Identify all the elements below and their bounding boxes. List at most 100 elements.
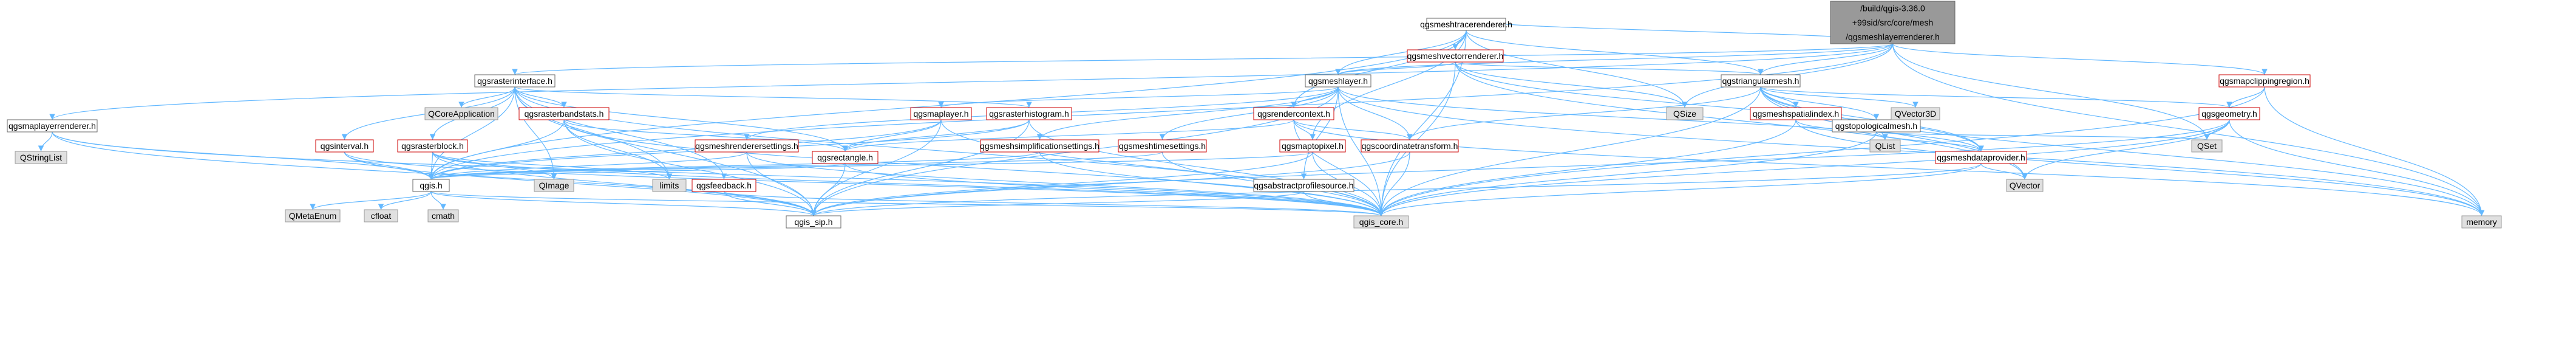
node-n14[interactable]: qgsrendercontext.h <box>1253 107 1334 120</box>
edge-root-n10 <box>1892 43 2268 75</box>
node-n22[interactable]: qgsrectangle.h <box>812 151 878 164</box>
node-box <box>2006 179 2044 192</box>
edge-n12-n40 <box>940 119 1384 216</box>
node-n31[interactable]: QImage <box>534 179 574 192</box>
node-n35[interactable]: QVector <box>2006 179 2044 192</box>
edge-n20-n40 <box>432 151 1384 216</box>
edge-n9-n17 <box>1760 86 1918 108</box>
node-n29[interactable]: QSet <box>2191 139 2223 153</box>
edge-n30-n37 <box>378 191 432 210</box>
edge-n24-n30 <box>428 151 1163 180</box>
edge-n14-n40 <box>1293 119 1384 216</box>
edge-n10-n40 <box>1378 86 2265 216</box>
node-box <box>2218 74 2311 88</box>
edge-n28-n35 <box>1980 163 2028 180</box>
node-n32[interactable]: limits <box>652 179 687 192</box>
edge-n16-n40 <box>1378 131 1877 216</box>
node-box <box>1407 49 1504 63</box>
node-n10[interactable]: qgsmapclippingregion.h <box>2218 74 2311 88</box>
node-n9[interactable]: qgstriangularmesh.h <box>1721 74 1801 88</box>
edge-n7-n28 <box>1337 86 1984 152</box>
node-box <box>474 74 556 88</box>
node-n2[interactable]: qgsmeshvectorrenderer.h <box>1407 49 1504 63</box>
node-n38[interactable]: cmath <box>427 209 459 223</box>
edge-n23-n40 <box>1039 151 1384 216</box>
node-n4[interactable]: QStringList <box>15 151 67 164</box>
node-n39[interactable]: qgis_sip.h <box>786 215 841 229</box>
edge-n9-n28 <box>1760 86 1984 152</box>
node-label: qgis_core.h <box>1359 217 1403 227</box>
node-root[interactable]: /build/qgis-3.36.0+99sid/src/core/mesh/q… <box>1830 1 1956 44</box>
node-n5[interactable]: qgsrasterinterface.h <box>474 74 556 88</box>
node-label: qgsrasterbandstats.h <box>525 109 604 119</box>
node-n20[interactable]: qgsrasterblock.h <box>397 139 468 153</box>
node-label: qgsabstractprofilesource.h <box>1254 181 1353 190</box>
node-n15[interactable]: qgsmeshspatialindex.h <box>1750 107 1842 120</box>
edge-n14-n25 <box>1293 119 1316 140</box>
edge-n11-n22 <box>563 119 848 152</box>
node-label: qgsmeshrenderersettings.h <box>695 141 798 151</box>
node-n11[interactable]: qgsrasterbandstats.h <box>518 107 610 120</box>
edge-n9-n40 <box>1378 86 1761 216</box>
node-box <box>1869 139 1901 153</box>
node-box <box>980 139 1099 153</box>
node-box <box>910 107 972 120</box>
node-n41[interactable]: memory <box>2461 215 2502 229</box>
node-box <box>518 107 610 120</box>
node-box <box>15 151 67 164</box>
edge-n30-n38 <box>430 191 446 210</box>
node-n30[interactable]: qgis.h <box>412 179 450 192</box>
node-label: qgscoordinatetransform.h <box>1362 141 1458 151</box>
edge-n25-n39 <box>811 151 1313 216</box>
edge-n34-n40 <box>1303 191 1384 216</box>
graph-nodes: /build/qgis-3.36.0+99sid/src/core/mesh/q… <box>7 1 2502 229</box>
edge-n7-n41 <box>1337 86 2485 216</box>
edge-n19-n30 <box>344 151 434 180</box>
node-label: qgsmapclippingregion.h <box>2220 76 2309 86</box>
edge-n5-n30 <box>428 86 515 180</box>
node-n13[interactable]: qgsrasterhistogram.h <box>986 107 1072 120</box>
node-n27[interactable]: QList <box>1869 139 1901 153</box>
edge-n21-n39 <box>746 151 817 216</box>
node-n16[interactable]: qgstopologicalmesh.h <box>1832 119 1921 133</box>
edge-n15-n41 <box>1795 119 2485 216</box>
node-n18[interactable]: qgsgeometry.h <box>2198 107 2260 120</box>
edge-n16-n28 <box>1875 131 1984 152</box>
node-n3[interactable]: qgsmaplayerrenderer.h <box>7 119 98 133</box>
edge-n22-n39 <box>811 163 846 216</box>
node-box <box>695 139 799 153</box>
node-n34[interactable]: qgsabstractprofilesource.h <box>1253 179 1354 192</box>
node-box <box>1361 139 1459 153</box>
node-n36[interactable]: QMetaEnum <box>285 209 341 223</box>
node-n23[interactable]: qgsmeshsimplificationsettings.h <box>980 139 1099 153</box>
node-n37[interactable]: cfloat <box>364 209 398 223</box>
node-n12[interactable]: qgsmaplayer.h <box>910 107 972 120</box>
node-n33[interactable]: qgsfeedback.h <box>692 179 756 192</box>
node-label: qgsmeshsimplificationsettings.h <box>980 141 1099 151</box>
edge-n10-n41 <box>2264 86 2485 216</box>
node-n40[interactable]: qgis_core.h <box>1353 215 1409 229</box>
node-label: qgsgeometry.h <box>2201 109 2257 119</box>
node-label: QImage <box>539 181 569 190</box>
edge-n3-n40 <box>52 131 1384 216</box>
node-n25[interactable]: qgsmaptopixel.h <box>1279 139 1346 153</box>
node-n1[interactable]: qgsmeshtracerenderer.h <box>1420 18 1512 31</box>
node-box <box>285 209 341 223</box>
edge-n13-n40 <box>1028 119 1384 216</box>
node-label: memory <box>2466 217 2497 227</box>
node-label: qgsmaplayerrenderer.h <box>8 121 96 131</box>
node-n26[interactable]: qgscoordinatetransform.h <box>1361 139 1459 153</box>
node-n28[interactable]: qgsmeshdataprovider.h <box>1935 151 2027 164</box>
node-n17[interactable]: QVector3D <box>1891 107 1940 120</box>
node-n8[interactable]: QSize <box>1666 107 1704 120</box>
node-label: +99sid/src/core/mesh <box>1852 18 1933 27</box>
node-n7[interactable]: qgsmeshlayer.h <box>1305 74 1371 88</box>
node-box <box>1750 107 1842 120</box>
node-n24[interactable]: qgsmeshtimesettings.h <box>1118 139 1207 153</box>
node-n21[interactable]: qgsmeshrenderersettings.h <box>695 139 799 153</box>
node-label: QVector <box>2010 181 2041 190</box>
node-label: QSize <box>1673 109 1696 119</box>
node-n6[interactable]: QCoreApplication <box>424 107 498 120</box>
node-n19[interactable]: qgsinterval.h <box>315 139 374 153</box>
node-box <box>534 179 574 192</box>
